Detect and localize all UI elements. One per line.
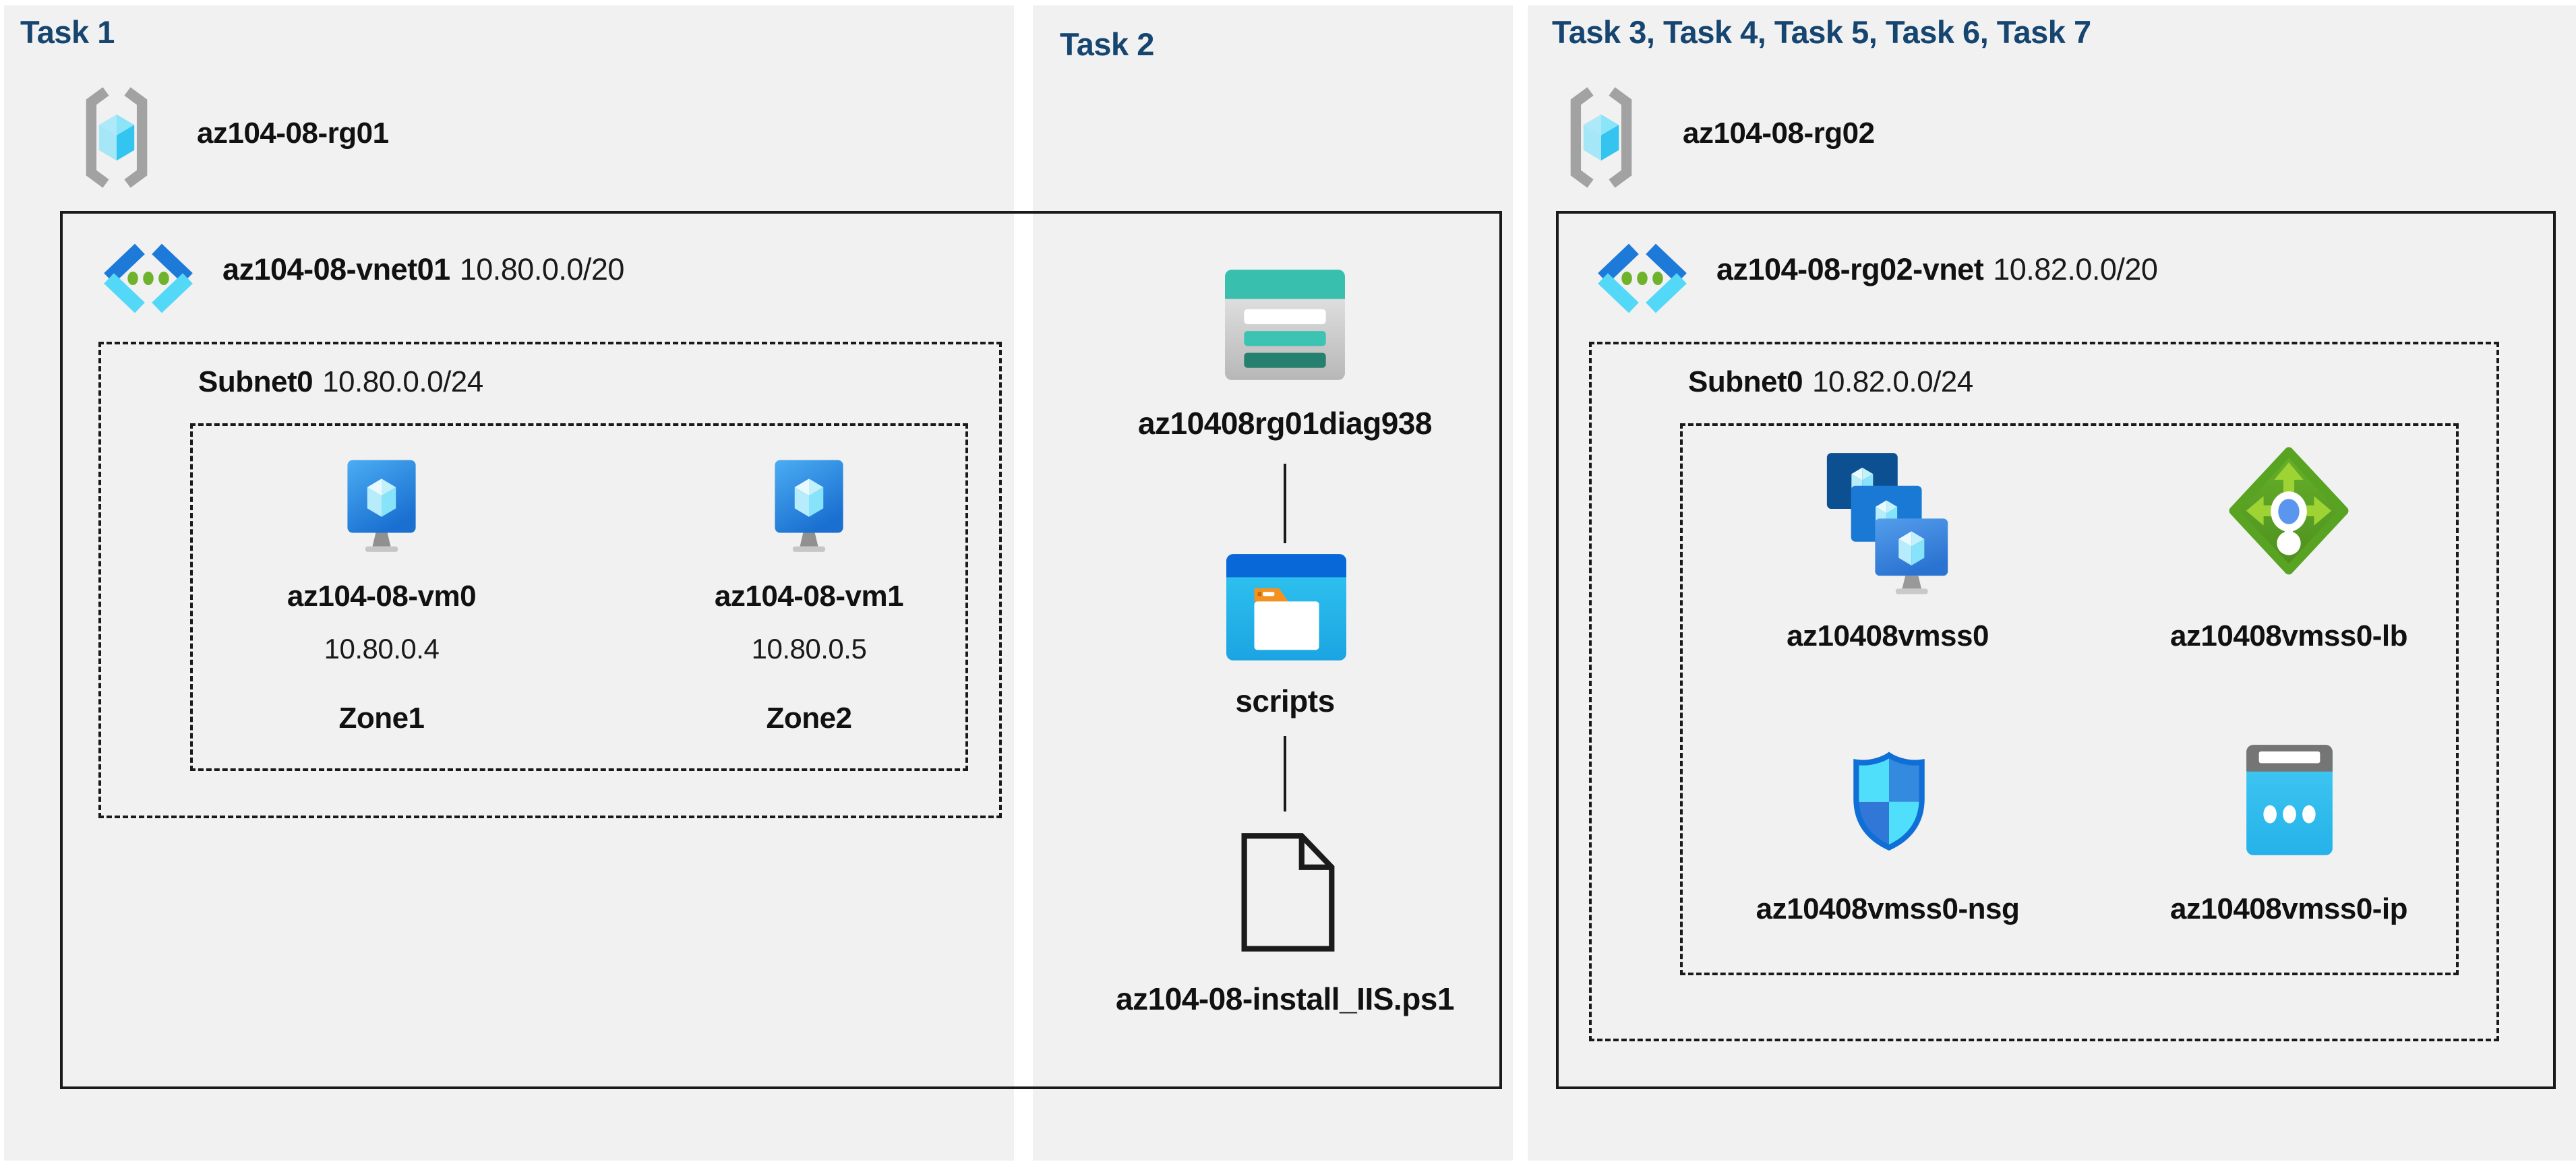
resource-group-icon	[1563, 84, 1640, 191]
virtual-network-icon	[1592, 240, 1692, 317]
vm-ip: 10.80.0.4	[324, 633, 440, 665]
load-balancer-name: az10408vmss0-lb	[2169, 619, 2408, 652]
vnet-cidr: 10.80.0.0/20	[459, 252, 625, 286]
vnet-name: az104-08-rg02-vnet	[1716, 252, 1984, 286]
subnet0-box-task1	[98, 342, 1002, 818]
script-file-icon	[1236, 828, 1338, 956]
task1-title: Task 1	[20, 14, 115, 50]
vmss-group-box	[1680, 423, 2459, 975]
virtual-machine-icon	[773, 458, 845, 553]
vm-zone: Zone1	[338, 702, 425, 735]
virtual-machine-icon	[346, 458, 417, 553]
storage-account-name: az10408rg01diag938	[1138, 406, 1432, 441]
resource-group-name: az104-08-rg01	[197, 117, 389, 150]
task3-title: Task 3, Task 4, Task 5, Task 6, Task 7	[1552, 14, 2091, 50]
virtual-network-icon	[98, 240, 198, 317]
vnet-label: az104-08-vnet01 10.80.0.0/20	[222, 252, 624, 287]
vnet-label: az104-08-rg02-vnet 10.82.0.0/20	[1716, 252, 2158, 287]
vm-zone: Zone2	[766, 702, 852, 735]
subnet0-box-task3	[1589, 342, 2499, 1041]
vm-ip: 10.80.0.5	[751, 633, 867, 665]
connector-storage-to-container	[1284, 464, 1286, 543]
vnet2-container-box	[1556, 211, 2556, 1089]
vmss-icon	[1825, 450, 1950, 597]
panel-task1	[4, 5, 1014, 1161]
vnet-name: az104-08-vnet01	[222, 252, 450, 286]
container-name: scripts	[1235, 683, 1335, 718]
storage-account-icon	[1224, 268, 1346, 381]
subnet-name: Subnet0	[1688, 365, 1803, 398]
subnet-name: Subnet0	[198, 365, 313, 398]
panel-task3	[1528, 5, 2576, 1161]
task2-title: Task 2	[1060, 26, 1154, 62]
load-balancer-icon	[2227, 445, 2350, 589]
vm-name: az104-08-vm0	[287, 580, 477, 613]
subnet-cidr: 10.80.0.0/24	[322, 365, 483, 398]
vnet1-container-box	[60, 211, 1502, 1089]
vm-group-box	[190, 423, 968, 771]
script-file-name: az104-08-install_IIS.ps1	[1116, 981, 1454, 1016]
public-ip-icon	[2244, 743, 2335, 857]
nsg-name: az10408vmss0-nsg	[1756, 892, 2020, 925]
public-ip-name: az10408vmss0-ip	[2169, 892, 2408, 925]
vnet-cidr: 10.82.0.0/20	[1993, 252, 2158, 286]
subnet-cidr: 10.82.0.0/24	[1812, 365, 1973, 398]
resource-group-icon	[78, 84, 155, 191]
resource-group-name: az104-08-rg02	[1683, 117, 1875, 150]
vmss-name: az10408vmss0	[1787, 619, 1989, 652]
subnet-label: Subnet0 10.82.0.0/24	[1688, 365, 1973, 399]
subnet-label: Subnet0 10.80.0.0/24	[198, 365, 483, 399]
connector-container-to-file	[1284, 736, 1286, 811]
blob-container-icon	[1225, 550, 1348, 665]
vm-name: az104-08-vm1	[714, 580, 904, 613]
nsg-icon	[1851, 741, 1927, 861]
